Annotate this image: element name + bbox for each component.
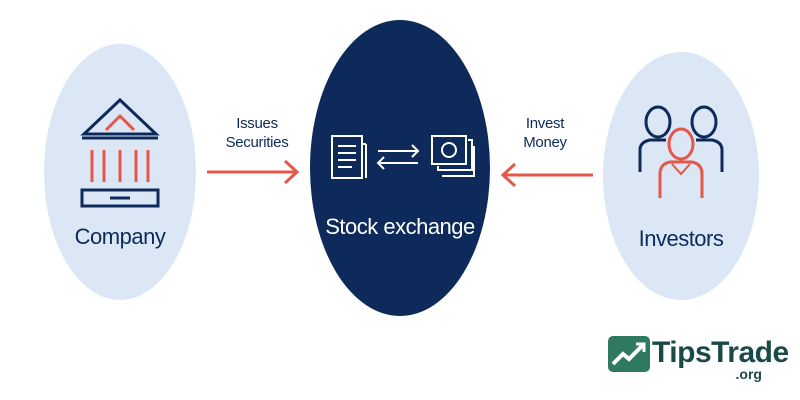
- company-node: Company: [44, 44, 196, 300]
- invest-money-label: Invest Money: [502, 114, 588, 152]
- stock-exchange-label: Stock exchange: [325, 214, 475, 239]
- issues-securities-arrow: [207, 159, 300, 185]
- issues-text: Issues: [236, 115, 278, 132]
- company-label: Company: [74, 224, 166, 249]
- issues-securities-label: Issues Securities: [212, 114, 302, 152]
- money-bills-icon: [431, 135, 475, 177]
- invest-money-arrow: [500, 162, 593, 188]
- document-icon: [331, 135, 367, 179]
- money-text: Money: [523, 134, 567, 151]
- investors-label: Investors: [638, 226, 724, 251]
- brand-suffix: .org: [735, 366, 762, 382]
- invest-text: Invest: [525, 115, 565, 132]
- securities-text: Securities: [225, 134, 289, 151]
- chart-logo-icon: [608, 336, 650, 372]
- tipstrade-logo: TipsTrade .org: [608, 336, 792, 382]
- stock-exchange-node: Stock exchange: [310, 20, 490, 316]
- brand-name: TipsTrade: [652, 336, 789, 369]
- investors-node: Investors: [603, 52, 759, 300]
- bank-building-icon: [80, 97, 160, 208]
- exchange-arrows-icon: [376, 144, 420, 170]
- investors-group-icon: [638, 105, 724, 198]
